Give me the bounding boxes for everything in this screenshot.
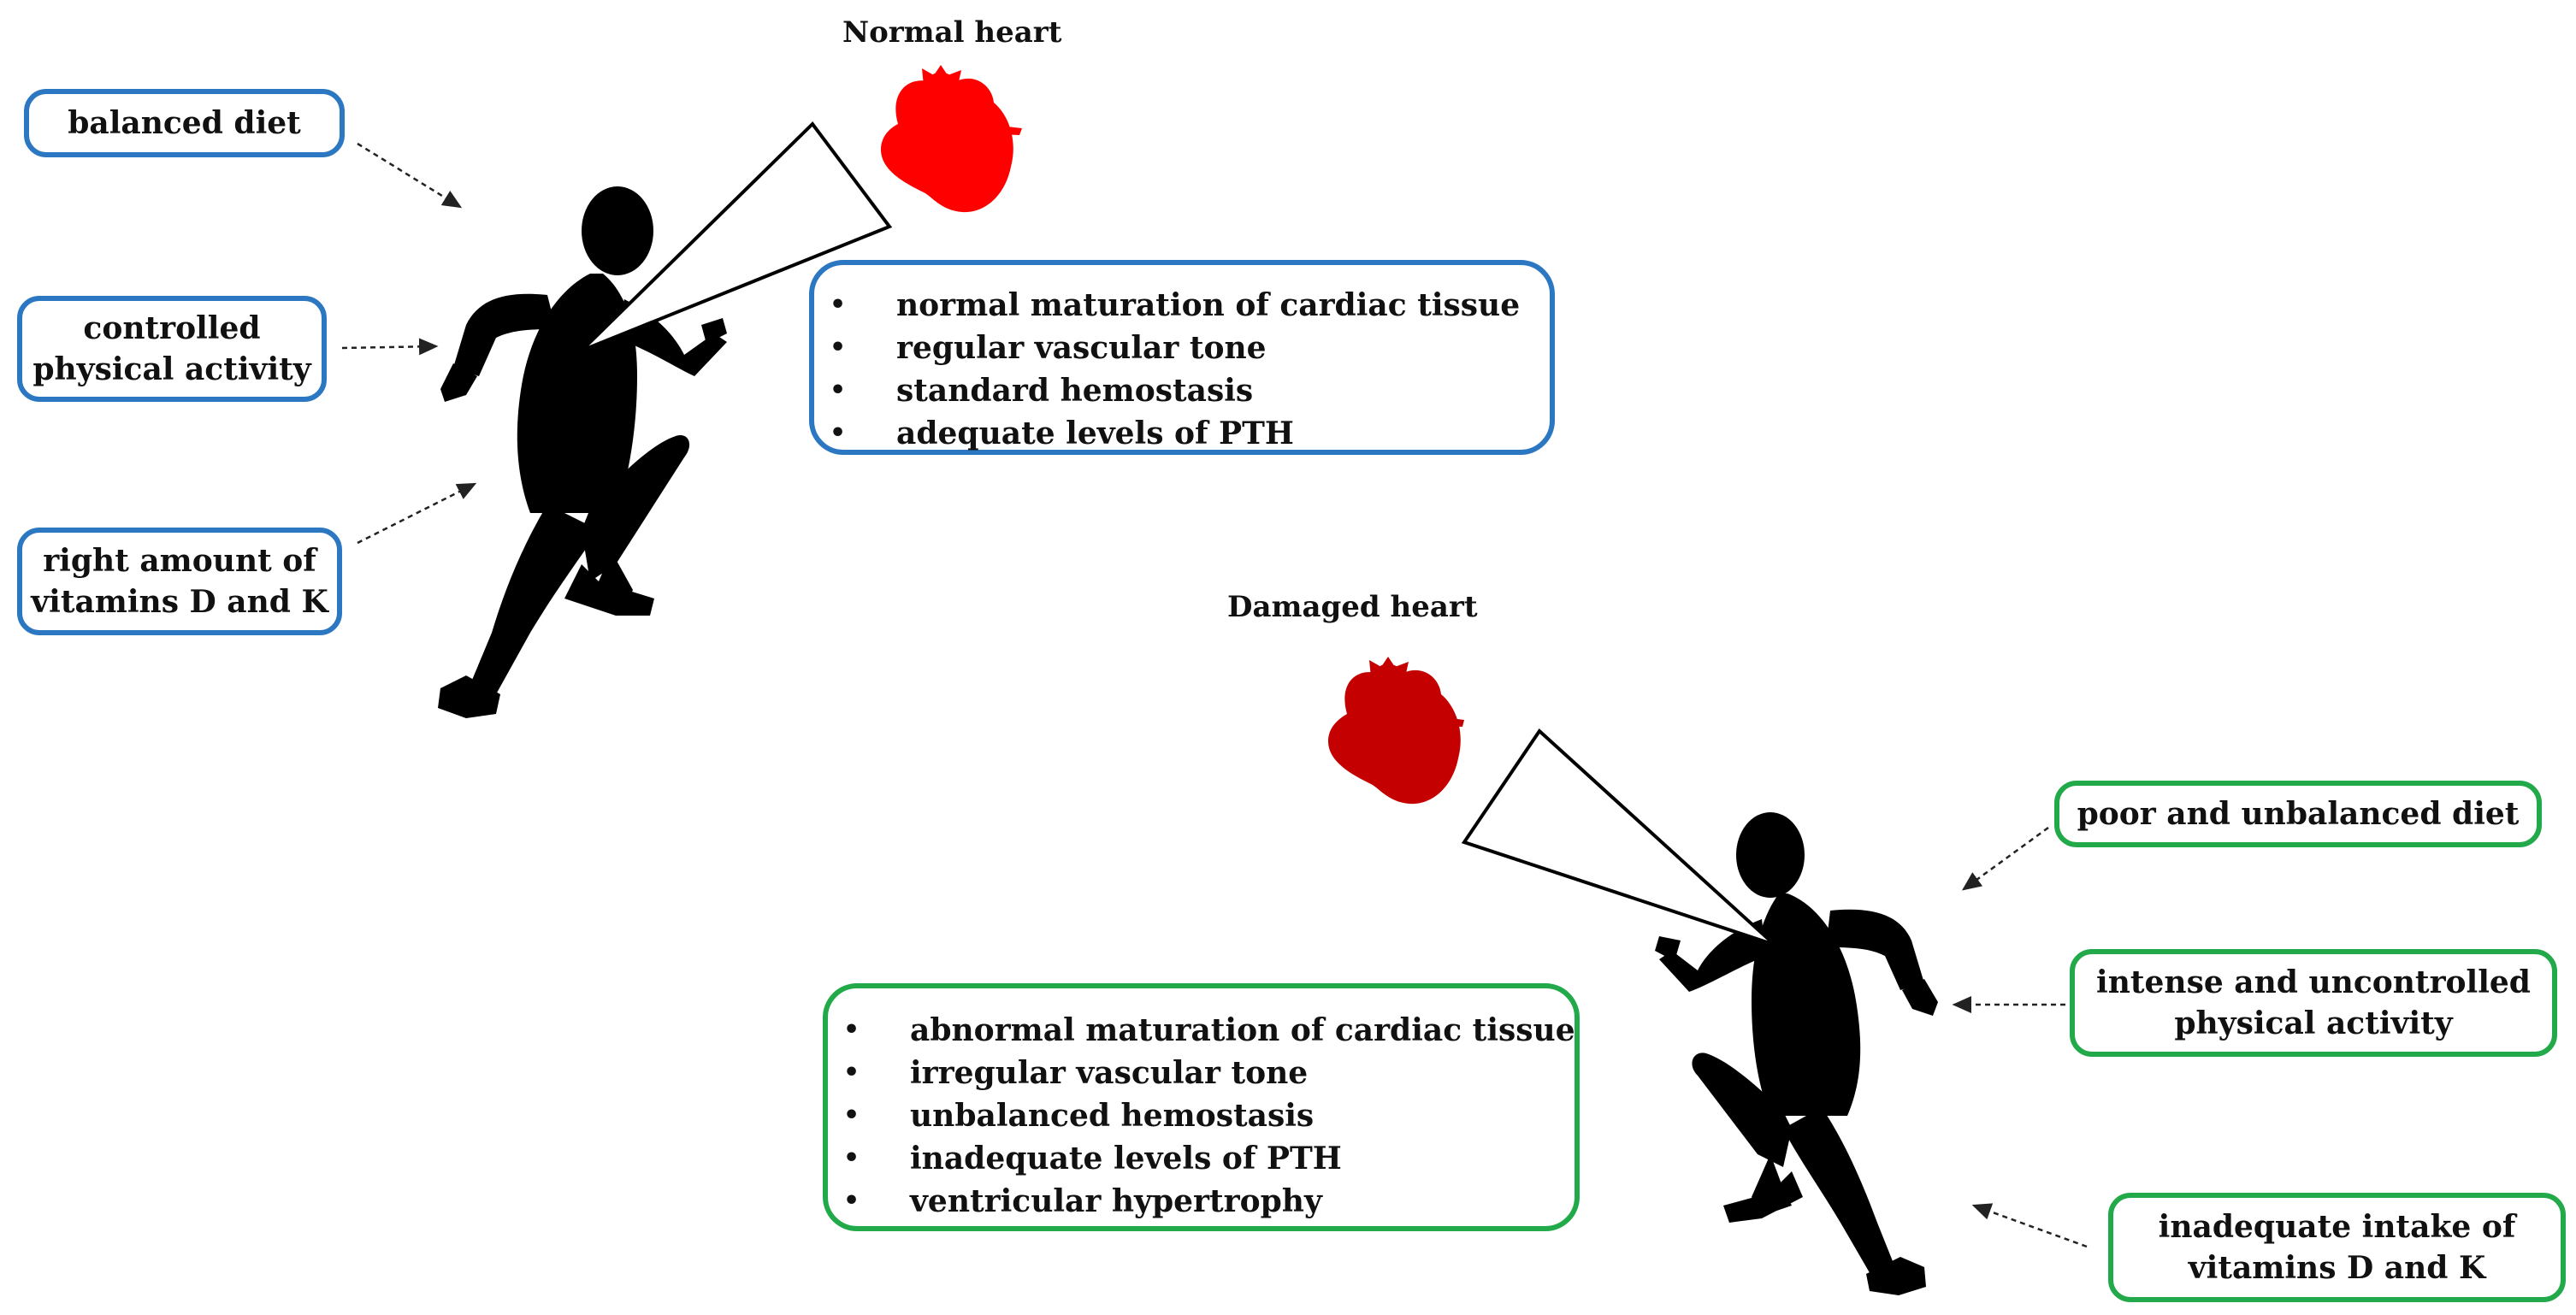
factor-label: balanced diet: [68, 105, 301, 141]
damaged-heart-title: Damaged heart: [1227, 590, 1478, 624]
normal-heart-title: Normal heart: [842, 15, 1062, 50]
factor-box-balanced-diet: balanced diet: [24, 89, 345, 157]
runner-figure-damaged: [1655, 812, 1938, 1295]
effect-item: unbalanced hemostasis: [828, 1094, 1575, 1137]
arrow-vitamins-damaged: [1971, 1203, 2088, 1248]
factor-box-intense-activity: intense and uncontrolled physical activi…: [2070, 949, 2557, 1057]
heart-icon-damaged: [1328, 657, 1464, 805]
effect-item: abnormal maturation of cardiac tissue: [828, 1009, 1575, 1052]
effects-box-damaged: abnormal maturation of cardiac tissue ir…: [823, 983, 1580, 1231]
heart-icon-normal: [881, 65, 1022, 213]
factor-label-line2: physical activity: [2174, 1005, 2453, 1041]
factor-box-controlled-activity: controlled physical activity: [17, 296, 327, 402]
effect-item: ventricular hypertrophy: [828, 1180, 1575, 1223]
factor-label-line1: right amount of: [43, 543, 316, 579]
effects-box-normal: normal maturation of cardiac tissue regu…: [809, 260, 1555, 455]
arrow-diet-damaged: [1961, 826, 2049, 891]
factor-label-line2: vitamins D and K: [2188, 1250, 2486, 1286]
effect-item: regular vascular tone: [814, 327, 1550, 369]
effect-item: adequate levels of PTH: [814, 412, 1550, 455]
effect-item: normal maturation of cardiac tissue: [814, 284, 1550, 327]
callout-wedge-normal: [580, 121, 893, 352]
factor-label-line1: inadequate intake of: [2158, 1209, 2516, 1245]
factor-label-line1: intense and uncontrolled: [2096, 964, 2531, 1000]
effect-item: standard hemostasis: [814, 369, 1550, 412]
factor-box-poor-diet: poor and unbalanced diet: [2054, 781, 2542, 847]
effect-item: irregular vascular tone: [828, 1052, 1575, 1094]
effect-item: inadequate levels of PTH: [828, 1137, 1575, 1180]
factor-box-inadequate-vitamins: inadequate intake of vitamins D and K: [2108, 1193, 2566, 1302]
factor-label-line2: physical activity: [32, 351, 311, 387]
callout-wedge-damaged: [1461, 728, 1776, 946]
factor-label-line1: controlled: [83, 310, 261, 346]
arrow-activity-normal: [341, 338, 439, 356]
factor-label: poor and unbalanced diet: [2077, 796, 2520, 832]
effects-list-damaged: abnormal maturation of cardiac tissue ir…: [828, 1009, 1575, 1223]
factor-box-right-vitamins: right amount of vitamins D and K: [17, 528, 342, 635]
arrow-diet-normal: [357, 142, 463, 209]
effects-list-normal: normal maturation of cardiac tissue regu…: [814, 284, 1550, 455]
arrow-vitamins-normal: [357, 482, 477, 545]
factor-label-line2: vitamins D and K: [31, 584, 328, 620]
